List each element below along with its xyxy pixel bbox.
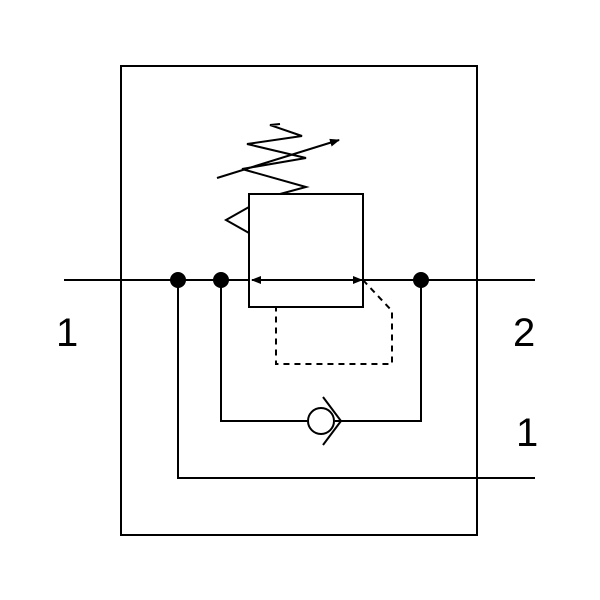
port-label-outlet: 2 [513, 311, 536, 355]
return-line [177, 280, 535, 479]
port-label-return: 1 [516, 411, 539, 455]
regulator-valve-body [248, 193, 364, 308]
junction-dot [413, 272, 429, 288]
spring-upper-zigzag [216, 126, 306, 190]
check-valve-seat-icon [322, 396, 343, 446]
junction-dot [170, 272, 186, 288]
adjustable-spring-icon [241, 123, 310, 195]
spring-adjust-arrow-icon [216, 138, 340, 179]
check-valve-ball-icon [307, 407, 335, 435]
port-label-inlet: 1 [56, 311, 79, 355]
bypass-line-right [335, 280, 422, 422]
housing-frame [120, 65, 478, 536]
bypass-line [220, 280, 307, 422]
junction-dot [213, 272, 229, 288]
pilot-triangle-icon [223, 206, 250, 234]
